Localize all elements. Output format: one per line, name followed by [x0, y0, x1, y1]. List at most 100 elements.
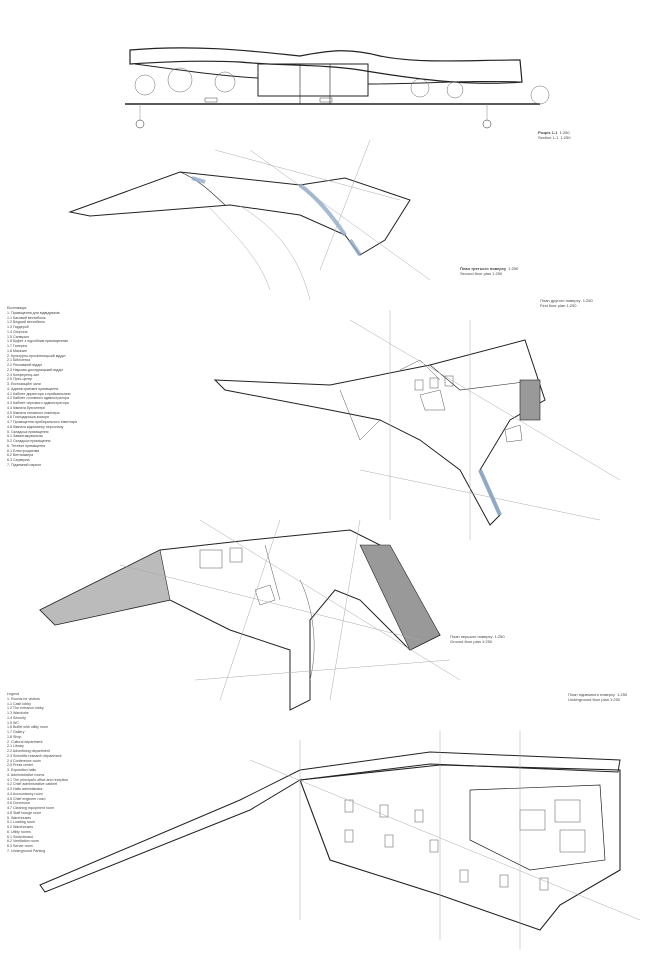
section-title-en: Section 1-1	[538, 135, 559, 140]
plan-title-underground: План підземного поверху 1:250 Undergroun…	[568, 692, 627, 702]
first-floor-plan	[213, 310, 621, 540]
legend-item: 2.3 Scientific research department	[7, 753, 62, 758]
legend-item: 5. Warehouses	[7, 815, 32, 820]
legend-item: 2.3 Науково-дослідницький відділ	[7, 367, 64, 372]
plan-scale-en: 1:250	[566, 303, 577, 308]
legend-item: 1.2 Вхідний вестибюль	[7, 320, 46, 325]
legend-item: 1.1 Касовий вестибюль	[7, 315, 46, 320]
plan-scale-en: 1:250	[610, 697, 621, 702]
legend-item: 4.8 Staff lounge room	[7, 810, 42, 815]
legend-item: 4.7 Cleaning equipment room	[7, 806, 55, 810]
legend-item: 6. Технічні приміщення	[7, 443, 46, 448]
plan-title-ground: План першого поверху 1:250 Ground floor …	[450, 634, 505, 644]
legend-item: 1.7 Gallery	[7, 730, 25, 734]
legend-item: 6. Utility rooms	[7, 829, 31, 834]
legend-item: 2.1 Бібліотека	[7, 358, 31, 363]
legend-item: 3. Експозиційні зали	[7, 382, 41, 386]
legend-item: 2.2 Advertising department	[7, 749, 50, 753]
section-scale: 1:250	[559, 130, 570, 135]
legend-heading: Експлікація:	[7, 306, 28, 310]
legend-item: 1.6 Buffet with utility room	[7, 725, 49, 730]
plan-title-third: План третього поверху 1:250 Second floor…	[460, 266, 518, 276]
legend-item: 1.8 Shop	[7, 734, 22, 739]
legend-item: 2.4 Conference room	[7, 758, 41, 763]
legend-item: 3. Exposition halls	[7, 768, 36, 772]
legend-item: 7. Підземний паркінг	[7, 462, 42, 467]
ground-floor-plan	[39, 519, 461, 711]
legend-item: 1.3 Гардероб	[7, 325, 29, 329]
legend-item: 2.5 Press center	[7, 763, 34, 768]
legend-item: 2. Cultural department	[7, 739, 43, 744]
legend-item: 1.4 Охорона	[7, 329, 28, 334]
legend-item: 4.3 Кабінет чергового адміністратора	[7, 401, 69, 405]
legend-ua: Експлікація: 1. Приміщення для відвідува…	[7, 306, 77, 468]
legend-item: 2. Культурно-просвітницький відділ	[7, 353, 66, 358]
plan-scale: 1:250	[617, 692, 628, 697]
legend-item: 4. Адміністративні приміщення	[7, 386, 59, 391]
legend-item: 4.6 Dormroom	[7, 801, 30, 806]
legend-item: 5.2 Warehouses	[7, 825, 34, 829]
plan-title-ua: План третього поверху	[460, 266, 507, 271]
legend-item: 7. Underground Parking	[7, 848, 46, 853]
plan-title-ua: План першого поверху	[450, 634, 493, 639]
plan-title-ua: План другого поверху	[540, 298, 581, 303]
section-title-ua: Розріз 1-1	[538, 130, 558, 135]
legend-item: 1.5 Санвузол	[7, 334, 29, 339]
legend-item: 4.4 Кімната бухгалтерії	[7, 405, 46, 410]
section-scale-en: 1:250	[560, 135, 571, 140]
legend-item: 4.2 Chief administrative cabinet	[7, 782, 58, 787]
legend-item: 2.5 Прес-центр	[7, 377, 33, 382]
plan-scale: 1:250	[508, 266, 519, 271]
legend-item: 1.5 WC	[7, 720, 19, 725]
legend-item: 4.1 The principal's office and reception	[7, 777, 69, 782]
legend-item: 4.5 Chief engineer room	[7, 796, 46, 801]
legend-item: 1.8 Магазин	[7, 348, 27, 353]
underground-floor-plan	[39, 730, 641, 950]
legend-item: 4.8 Кімната відпочинку персоналу	[7, 424, 64, 429]
legend-item: 1.3 Wardrobe	[7, 711, 29, 715]
plan-title-second: План другого поверху 1:250 First floor p…	[540, 298, 593, 308]
legend-item: 4.4 Accountancy room	[7, 791, 43, 796]
legend-item: 5. Складські приміщення	[7, 429, 49, 434]
legend-item: 6.2 Венткамера	[7, 453, 34, 458]
legend-item: 1.4 Security	[7, 715, 26, 720]
legend-item: 4.7 Приміщення прибирального інвентаря	[7, 420, 78, 424]
plan-title-en: Ground floor plan	[450, 639, 481, 644]
legend-item: 4. Administrative rooms	[7, 772, 45, 777]
plan-title-en: Underground floor plan	[568, 697, 609, 702]
third-floor-plan	[68, 139, 431, 301]
legend-item: 4.6 Господарська комора	[7, 415, 49, 420]
legend-item: 4.2 Кабінет головного адміністратора	[7, 396, 69, 401]
legend-item: 1. Приміщення для відвідувачів	[7, 310, 60, 315]
legend-item: 2.2 Рекламний відділ	[7, 363, 43, 367]
legend-heading: Legend	[7, 692, 19, 696]
legend-item: 1.1 Cash lobby	[7, 701, 31, 706]
legend-item: 4.3 Halls administrator	[7, 787, 43, 791]
legend-item: 5.1 Loading room	[7, 820, 35, 825]
legend-item: 1. Rooms for visitors	[7, 696, 40, 701]
plan-title-en: Second floor plan	[460, 271, 492, 276]
section-drawing	[125, 47, 550, 129]
legend-item: 5.1 Завантажувальна	[7, 434, 43, 439]
plan-scale: 1:250	[582, 298, 593, 303]
legend-item: 6.1 Електрощитова	[7, 448, 40, 453]
legend-item: 4.5 Кімната головного інженера	[7, 410, 60, 415]
legend-item: 6.2 Ventilation room	[7, 839, 39, 844]
legend-item: 2.1 Library	[7, 744, 24, 749]
legend-item: 6.3 Серверна	[7, 458, 30, 462]
legend-item: 2.4 Конференц-зал	[7, 372, 40, 377]
plan-scale-en: 1:250	[492, 271, 503, 276]
plan-title-en: First floor plan	[540, 303, 566, 308]
plan-scale-en: 1:250	[482, 639, 493, 644]
legend-item: 5.2 Складські приміщення	[7, 439, 51, 443]
legend-item: 1.7 Галерея	[7, 344, 27, 348]
legend-item: 6.1 Switchboard	[7, 834, 33, 839]
legend-item: 6.3 Server room	[7, 844, 33, 848]
legend-item: 1.2 The entrance lobby	[7, 706, 44, 711]
legend-item: 4.1 Кабінет директора з приймальнею	[7, 391, 71, 396]
legend-item: 1.6 Буфет з підсобним приміщенням	[7, 339, 68, 344]
plan-title-ua: План підземного поверху	[568, 692, 615, 697]
plan-scale: 1:250	[494, 634, 505, 639]
